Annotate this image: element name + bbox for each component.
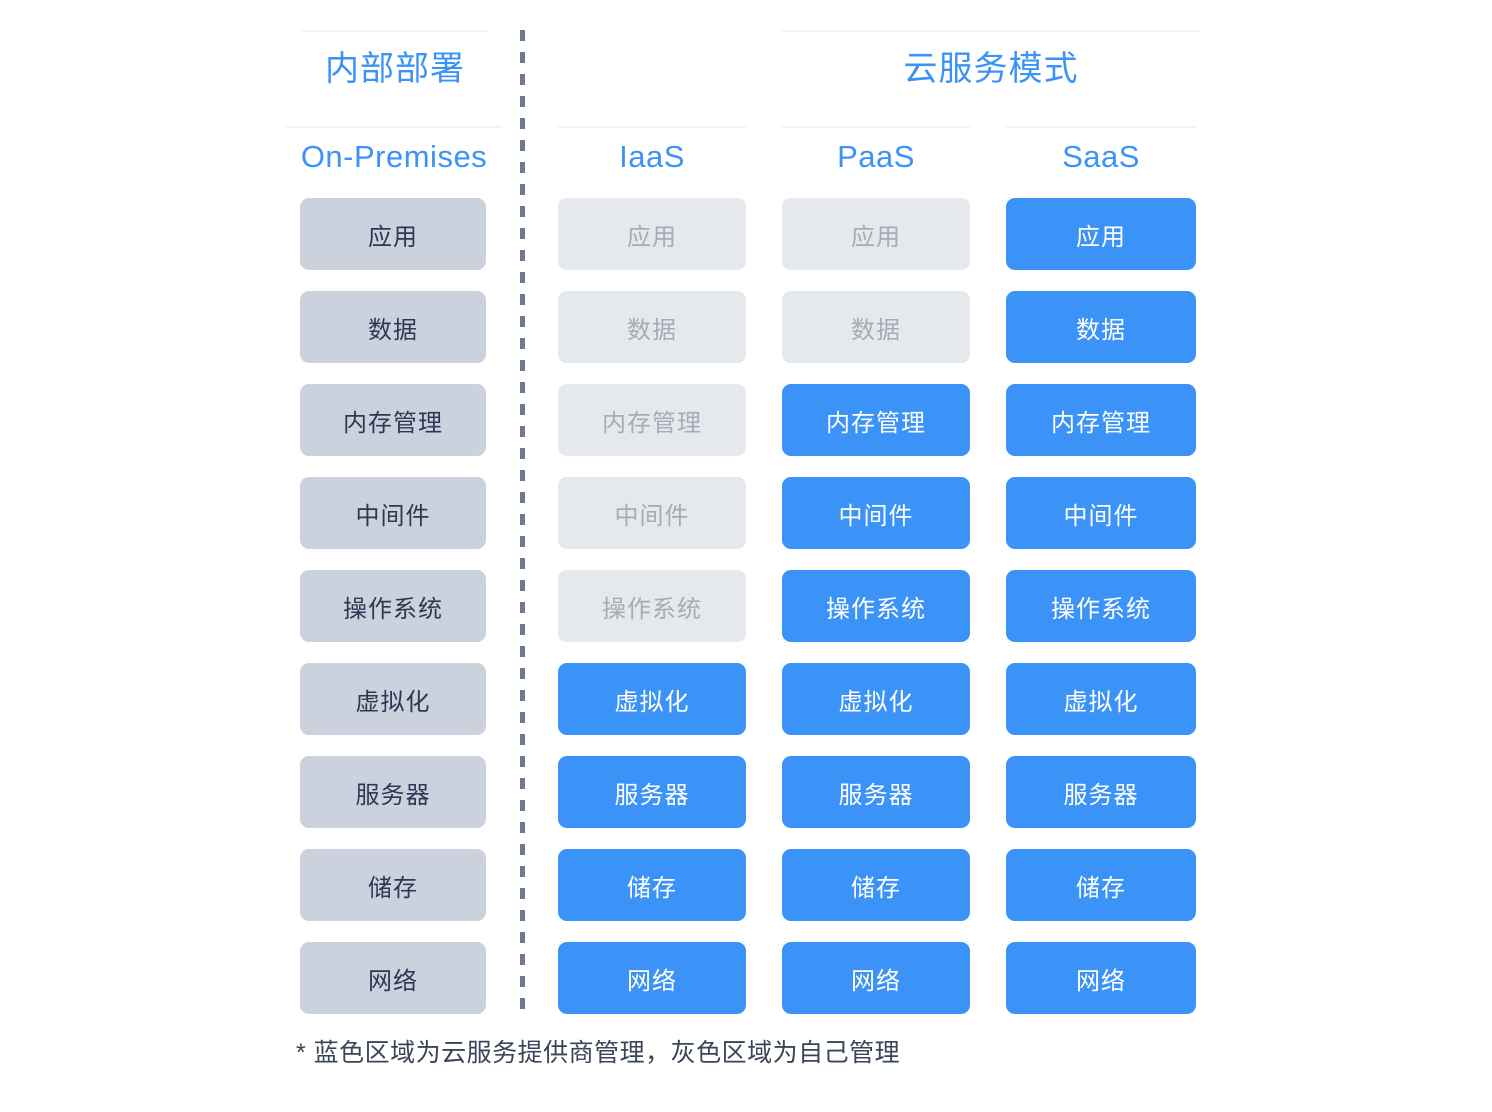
layer-cell-label: 数据	[851, 316, 901, 344]
layer-cell[interactable]: 操作系统	[558, 570, 746, 642]
layer-cell-label: 虚拟化	[614, 688, 690, 716]
column-header-on-premises: On-Premises	[286, 126, 502, 174]
layer-cell[interactable]: 虚拟化	[558, 663, 746, 735]
stack-column-iaas: 应用数据内存管理中间件操作系统虚拟化服务器储存网络	[558, 198, 746, 1014]
layer-cell[interactable]: 网络	[558, 942, 746, 1014]
stack-column-paas: 应用数据内存管理中间件操作系统虚拟化服务器储存网络	[782, 198, 970, 1014]
layer-cell[interactable]: 数据	[1006, 291, 1196, 363]
layer-cell[interactable]: 操作系统	[300, 570, 486, 642]
layer-cell[interactable]: 储存	[558, 849, 746, 921]
layer-cell[interactable]: 服务器	[300, 756, 486, 828]
layer-cell-label: 服务器	[838, 781, 914, 809]
layer-cell[interactable]: 中间件	[782, 477, 970, 549]
layer-cell[interactable]: 中间件	[300, 477, 486, 549]
layer-cell[interactable]: 内存管理	[300, 384, 486, 456]
layer-cell-label: 内存管理	[826, 409, 926, 437]
layer-cell-label: 数据	[1076, 316, 1126, 344]
layer-cell-label: 内存管理	[602, 409, 702, 437]
layer-cell[interactable]: 中间件	[558, 477, 746, 549]
layer-cell-label: 网络	[368, 967, 418, 995]
column-header-saas: SaaS	[1006, 126, 1196, 174]
column-header-iaas: IaaS	[558, 126, 746, 174]
layer-cell[interactable]: 储存	[300, 849, 486, 921]
layer-cell-label: 网络	[851, 967, 901, 995]
layer-cell[interactable]: 应用	[1006, 198, 1196, 270]
layer-cell[interactable]: 操作系统	[782, 570, 970, 642]
layer-cell[interactable]: 虚拟化	[300, 663, 486, 735]
layer-cell-label: 网络	[627, 967, 677, 995]
layer-cell[interactable]: 储存	[1006, 849, 1196, 921]
layer-cell-label: 数据	[627, 316, 677, 344]
column-header-paas: PaaS	[782, 126, 970, 174]
stack-column-on-premises: 应用数据内存管理中间件操作系统虚拟化服务器储存网络	[300, 198, 486, 1014]
layer-cell[interactable]: 应用	[782, 198, 970, 270]
layer-cell[interactable]: 中间件	[1006, 477, 1196, 549]
layer-cell-label: 储存	[1076, 874, 1126, 902]
layer-cell-label: 储存	[368, 874, 418, 902]
layer-cell[interactable]: 内存管理	[1006, 384, 1196, 456]
layer-cell-label: 虚拟化	[1063, 688, 1139, 716]
layer-cell-label: 服务器	[355, 781, 431, 809]
layer-cell[interactable]: 数据	[558, 291, 746, 363]
layer-cell[interactable]: 内存管理	[782, 384, 970, 456]
layer-cell[interactable]: 虚拟化	[1006, 663, 1196, 735]
layer-cell-label: 操作系统	[826, 595, 926, 623]
layer-cell-label: 储存	[851, 874, 901, 902]
layer-cell[interactable]: 操作系统	[1006, 570, 1196, 642]
layer-cell-label: 中间件	[355, 502, 431, 530]
layer-cell-label: 虚拟化	[838, 688, 914, 716]
layer-cell[interactable]: 应用	[300, 198, 486, 270]
layer-cell-label: 操作系统	[602, 595, 702, 623]
layer-cell-label: 内存管理	[1051, 409, 1151, 437]
layer-cell-label: 网络	[1076, 967, 1126, 995]
layer-cell-label: 服务器	[1063, 781, 1139, 809]
group-divider-dashed-line	[520, 30, 525, 1015]
layer-cell[interactable]: 内存管理	[558, 384, 746, 456]
layer-cell[interactable]: 服务器	[558, 756, 746, 828]
layer-cell[interactable]: 网络	[1006, 942, 1196, 1014]
group-header-on-premises: 内部部署	[302, 30, 488, 88]
layer-cell-label: 服务器	[614, 781, 690, 809]
layer-cell-label: 虚拟化	[355, 688, 431, 716]
group-header-cloud-service: 云服务模式	[782, 30, 1200, 88]
layer-cell[interactable]: 网络	[300, 942, 486, 1014]
layer-cell-label: 应用	[627, 223, 677, 251]
layer-cell[interactable]: 虚拟化	[782, 663, 970, 735]
layer-cell[interactable]: 数据	[782, 291, 970, 363]
layer-cell-label: 中间件	[614, 502, 690, 530]
layer-cell-label: 操作系统	[343, 595, 443, 623]
stack-column-saas: 应用数据内存管理中间件操作系统虚拟化服务器储存网络	[1006, 198, 1196, 1014]
layer-cell-label: 操作系统	[1051, 595, 1151, 623]
layer-cell-label: 应用	[851, 223, 901, 251]
layer-cell[interactable]: 数据	[300, 291, 486, 363]
layer-cell[interactable]: 网络	[782, 942, 970, 1014]
layer-cell-label: 应用	[1076, 223, 1126, 251]
layer-cell[interactable]: 应用	[558, 198, 746, 270]
layer-cell-label: 应用	[368, 223, 418, 251]
layer-cell-label: 中间件	[1063, 502, 1139, 530]
layer-cell-label: 内存管理	[343, 409, 443, 437]
footnote-legend: * 蓝色区域为云服务提供商管理，灰色区域为自己管理	[296, 1039, 901, 1067]
layer-cell[interactable]: 服务器	[1006, 756, 1196, 828]
layer-cell-label: 中间件	[838, 502, 914, 530]
layer-cell-label: 数据	[368, 316, 418, 344]
layer-cell-label: 储存	[627, 874, 677, 902]
layer-cell[interactable]: 储存	[782, 849, 970, 921]
layer-cell[interactable]: 服务器	[782, 756, 970, 828]
